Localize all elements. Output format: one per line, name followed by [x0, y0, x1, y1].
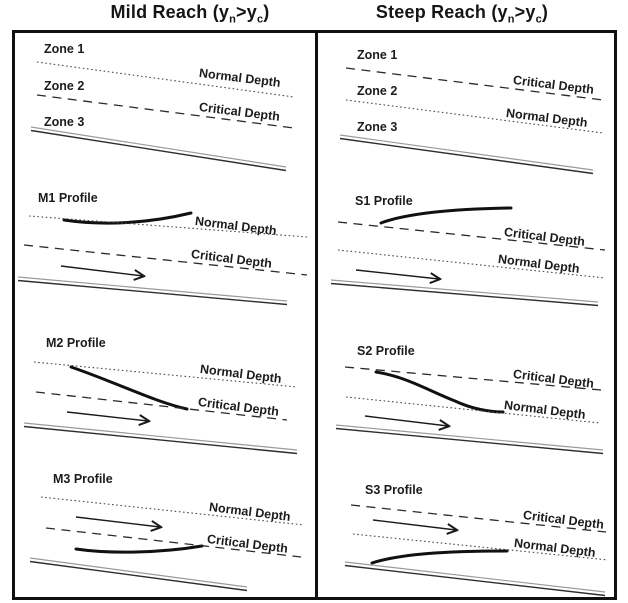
m3-flow-arrow	[75, 516, 160, 527]
mild-zone-2-label: Zone 2	[44, 79, 85, 93]
s2-normal-depth-line	[345, 396, 601, 424]
bed-lower-line	[339, 137, 594, 175]
bed-lower-line	[23, 425, 298, 455]
bed-lower-line	[17, 279, 288, 306]
s2-channel-bed	[335, 424, 604, 455]
m3-critical-depth-line	[45, 527, 302, 558]
s3-profile-curve	[370, 549, 509, 565]
m1-critical-depth-line	[23, 244, 308, 276]
s3-critical-depth-line	[350, 504, 607, 533]
bed-upper-line	[23, 422, 298, 451]
title-close: )	[541, 2, 549, 22]
mild-zones-critical-depth-line	[36, 94, 295, 129]
m3-profile-curve	[74, 544, 204, 554]
column-divider	[315, 30, 318, 600]
subscript-n: n	[507, 13, 515, 26]
m2-profile-curve	[69, 365, 189, 411]
m2-flow-arrow	[66, 411, 148, 421]
m2-critical-depth-line	[35, 391, 288, 421]
s3-profile-label: S3 Profile	[365, 483, 423, 497]
s3-flow-arrow	[372, 519, 456, 530]
mild-zones-normal-depth-line	[36, 61, 295, 98]
m1-channel-bed	[17, 276, 288, 306]
bed-lower-line	[29, 560, 248, 592]
s1-channel-bed	[330, 279, 599, 307]
m3-channel-bed	[29, 557, 248, 592]
mild-zone-1-label: Zone 1	[44, 42, 85, 56]
s1-flow-arrow	[355, 269, 439, 279]
steep-zones-channel-bed	[339, 134, 594, 175]
steep-zones-normal-depth-line	[345, 99, 604, 134]
steep-zone-3-label: Zone 3	[357, 120, 398, 134]
diagram-frame	[12, 30, 617, 600]
title-operator: >y	[514, 2, 536, 22]
bed-upper-line	[17, 276, 288, 302]
mild-zone-3-label: Zone 3	[44, 115, 85, 129]
steep-zones-critical-depth-line	[345, 67, 604, 101]
title-text: Steep Reach (y	[375, 2, 508, 22]
m2-profile-label: M2 Profile	[46, 336, 106, 350]
title-close: )	[263, 2, 270, 22]
s2-profile-label: S2 Profile	[357, 344, 415, 358]
bed-lower-line	[335, 427, 604, 455]
m1-profile-curve	[62, 211, 193, 225]
m3-profile-label: M3 Profile	[53, 472, 113, 486]
s2-flow-arrow	[364, 415, 448, 426]
s1-critical-depth-line	[337, 221, 606, 251]
s2-critical-depth-line	[344, 366, 602, 391]
bed-upper-line	[344, 561, 606, 593]
mild-zones-channel-bed	[30, 126, 287, 172]
title-operator: >y	[236, 2, 257, 22]
bed-upper-line	[29, 557, 248, 588]
s1-normal-depth-line	[337, 249, 606, 279]
s1-profile-curve	[379, 206, 513, 225]
steep-reach-title: Steep Reach (yn>yc)	[372, 2, 552, 26]
subscript-c: c	[535, 13, 542, 26]
bed-upper-line	[330, 279, 599, 303]
steep-zone-2-label: Zone 2	[357, 84, 398, 98]
bed-lower-line	[330, 282, 599, 307]
title-text: Mild Reach (y	[110, 2, 230, 22]
s3-normal-depth-line	[352, 533, 609, 561]
mild-reach-title: Mild Reach (yn>yc)	[85, 2, 295, 26]
s1-profile-label: S1 Profile	[355, 194, 413, 208]
bed-upper-line	[339, 134, 594, 171]
bed-upper-line	[30, 126, 287, 168]
bed-lower-line	[30, 129, 287, 172]
m1-flow-arrow	[60, 265, 143, 276]
subscript-n: n	[229, 13, 237, 26]
m2-channel-bed	[23, 422, 298, 455]
m1-normal-depth-line	[28, 215, 308, 238]
m1-profile-label: M1 Profile	[38, 191, 98, 205]
s3-channel-bed	[344, 561, 606, 597]
steep-zone-1-label: Zone 1	[357, 48, 398, 62]
bed-upper-line	[335, 424, 604, 451]
s2-profile-curve	[374, 370, 505, 414]
subscript-c: c	[256, 13, 264, 26]
bed-lower-line	[344, 564, 606, 597]
